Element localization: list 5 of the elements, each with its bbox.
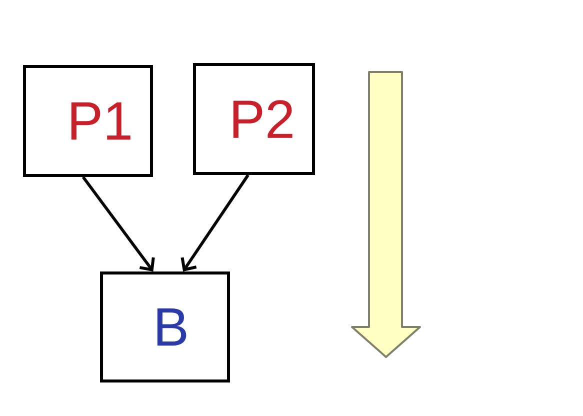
arrow [82, 176, 155, 272]
process-box: P1 [23, 65, 153, 177]
process-box: B [100, 272, 230, 382]
process-box: P2 [193, 63, 315, 175]
arrow [180, 174, 250, 272]
